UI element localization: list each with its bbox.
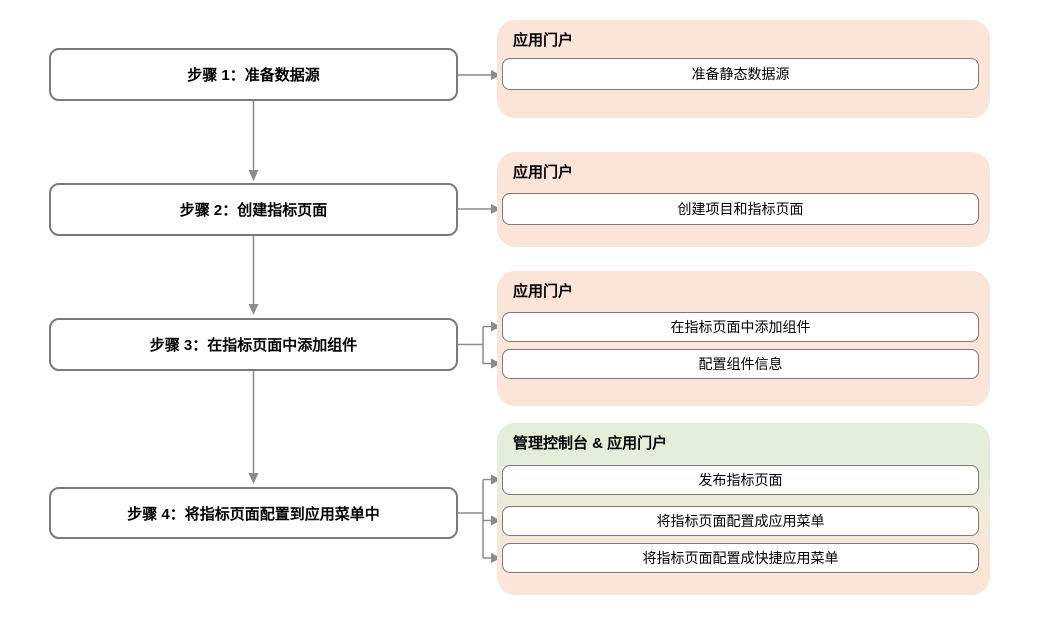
panel-group-4: 管理控制台 & 应用门户 发布指标页面 将指标页面配置成应用菜单 将指标页面配置… — [497, 423, 990, 595]
step-box-3: 步骤 3：在指标页面中添加组件 — [49, 318, 458, 371]
step-1-label: 步骤 1：准备数据源 — [187, 67, 320, 84]
panel-group-1: 应用门户 准备静态数据源 — [497, 20, 990, 118]
step-box-2: 步骤 2：创建指标页面 — [49, 183, 458, 236]
step-box-1: 步骤 1：准备数据源 — [49, 48, 458, 101]
panel-group-3: 应用门户 在指标页面中添加组件 配置组件信息 — [497, 271, 990, 406]
panel-3-item-1: 在指标页面中添加组件 — [502, 312, 979, 342]
branch-step3-panel3 — [458, 325, 491, 365]
branch-step4-panel4 — [458, 478, 491, 559]
step-4-label: 步骤 4：将指标页面配置到应用菜单中 — [127, 505, 380, 523]
panel-3-header: 应用门户 — [513, 283, 574, 300]
panel-4-header: 管理控制台 & 应用门户 — [513, 435, 668, 452]
step-2-label: 步骤 2：创建指标页面 — [179, 202, 328, 219]
step-3-label: 步骤 3：在指标页面中添加组件 — [149, 337, 358, 354]
panel-1-header: 应用门户 — [513, 32, 574, 49]
panel-group-2: 应用门户 创建项目和指标页面 — [497, 152, 990, 247]
panel-1-item-1: 准备静态数据源 — [502, 58, 979, 90]
panel-3-item-2: 配置组件信息 — [502, 349, 979, 379]
step-box-4: 步骤 4：将指标页面配置到应用菜单中 — [49, 487, 458, 539]
panel-2-item-1: 创建项目和指标页面 — [502, 193, 979, 225]
panel-2-header: 应用门户 — [513, 164, 574, 181]
panel-4-item-1: 发布指标页面 — [502, 465, 979, 495]
panel-4-item-3: 将指标页面配置成快捷应用菜单 — [502, 543, 979, 573]
panel-4-item-2: 将指标页面配置成应用菜单 — [502, 506, 979, 536]
